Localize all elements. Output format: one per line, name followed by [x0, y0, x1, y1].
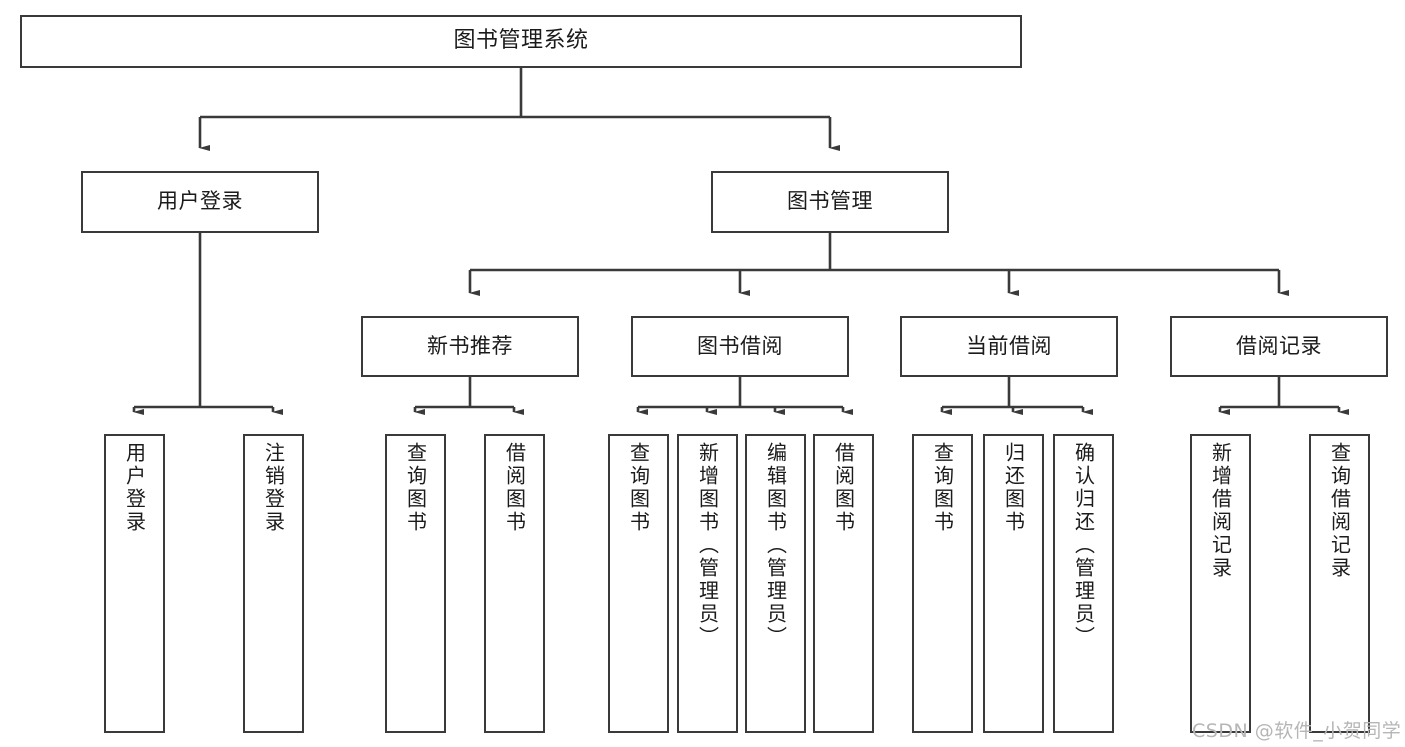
leaf-label: 注销登录	[261, 442, 286, 534]
leaf-query-borrow-record[interactable]: 查询借阅记录	[1309, 434, 1370, 733]
node-label: 图书管理	[787, 189, 873, 214]
leaf-borrow-book[interactable]: 借阅图书	[813, 434, 874, 733]
node-borrow-record[interactable]: 借阅记录	[1170, 316, 1388, 377]
leaf-borrow-book-newbook[interactable]: 借阅图书	[484, 434, 545, 733]
node-label: 新书推荐	[427, 333, 513, 358]
node-current-borrow[interactable]: 当前借阅	[900, 316, 1118, 377]
leaf-logout[interactable]: 注销登录	[243, 434, 304, 733]
leaf-label: 归还图书	[1001, 442, 1026, 534]
watermark: CSDN @软件_小贺同学	[1192, 720, 1402, 742]
node-label: 用户登录	[157, 189, 243, 214]
node-label: 图书管理系统	[453, 28, 589, 54]
leaf-query-book-newbook[interactable]: 查询图书	[385, 434, 446, 733]
leaf-edit-book-admin[interactable]: 编辑图书（管理员）	[745, 434, 806, 733]
node-user-login[interactable]: 用户登录	[81, 171, 319, 233]
node-root-system[interactable]: 图书管理系统	[20, 15, 1022, 68]
leaf-label: 查询借阅记录	[1327, 442, 1352, 580]
leaf-user-login[interactable]: 用户登录	[104, 434, 165, 733]
node-label: 借阅记录	[1236, 333, 1322, 358]
leaf-label: 借阅图书	[831, 442, 856, 534]
leaf-label: 借阅图书	[502, 442, 527, 534]
leaf-label: 编辑图书（管理员）	[763, 442, 788, 649]
leaf-label: 确认归还（管理员）	[1071, 442, 1096, 649]
node-book-management[interactable]: 图书管理	[711, 171, 949, 233]
leaf-label: 新增图书（管理员）	[695, 442, 720, 649]
leaf-add-book-admin[interactable]: 新增图书（管理员）	[677, 434, 738, 733]
leaf-label: 查询图书	[626, 442, 651, 534]
leaf-query-book-borrow[interactable]: 查询图书	[608, 434, 669, 733]
node-label: 图书借阅	[697, 333, 783, 358]
leaf-label: 查询图书	[930, 442, 955, 534]
leaf-confirm-return-admin[interactable]: 确认归还（管理员）	[1053, 434, 1114, 733]
node-label: 当前借阅	[966, 333, 1052, 358]
node-new-book-recommend[interactable]: 新书推荐	[361, 316, 579, 377]
node-book-borrow[interactable]: 图书借阅	[631, 316, 849, 377]
leaf-add-borrow-record[interactable]: 新增借阅记录	[1190, 434, 1251, 733]
leaf-label: 查询图书	[403, 442, 428, 534]
leaf-query-book-current[interactable]: 查询图书	[912, 434, 973, 733]
leaf-return-book[interactable]: 归还图书	[983, 434, 1044, 733]
leaf-label: 新增借阅记录	[1208, 442, 1233, 580]
leaf-label: 用户登录	[122, 442, 147, 534]
